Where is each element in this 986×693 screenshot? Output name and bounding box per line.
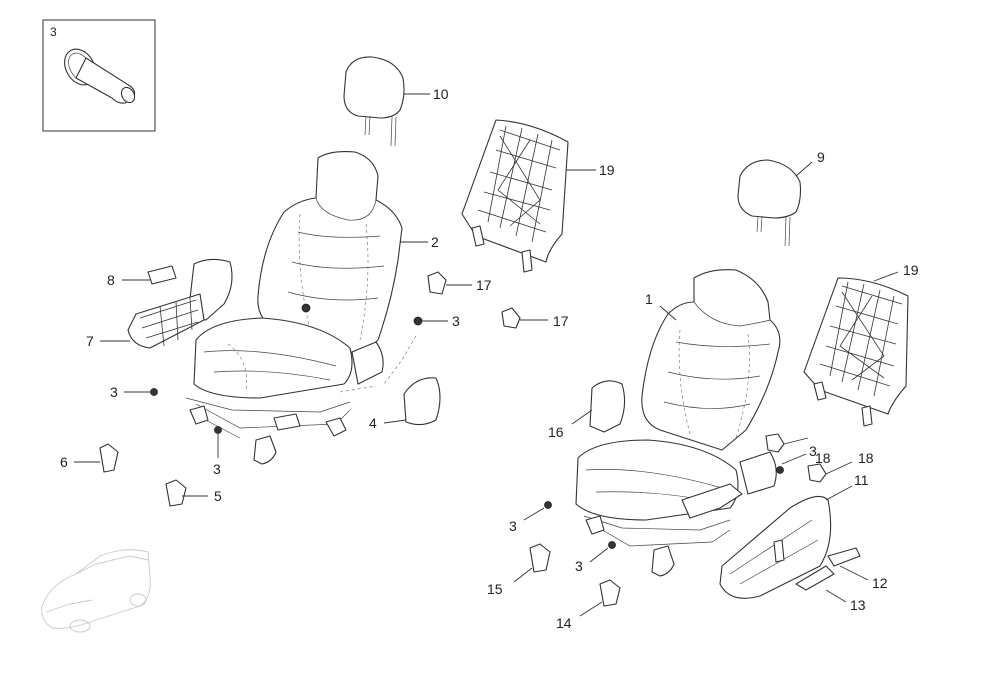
callout-10: 10 bbox=[433, 86, 449, 102]
callout-3-lower: 3 bbox=[213, 461, 221, 477]
right-headrest bbox=[737, 159, 802, 247]
callout-9: 9 bbox=[817, 149, 825, 165]
callout-12: 12 bbox=[872, 575, 888, 591]
callout-6: 6 bbox=[60, 454, 68, 470]
callout-19-right: 19 bbox=[903, 262, 919, 278]
left-backrest-mesh-frame bbox=[461, 119, 569, 273]
callout-15: 15 bbox=[487, 581, 503, 597]
callout-18-lower: 18 bbox=[858, 450, 874, 466]
callout-2: 2 bbox=[431, 234, 439, 250]
callout-17-top: 17 bbox=[476, 277, 492, 293]
callout-17-bottom: 17 bbox=[553, 313, 569, 329]
callout-8: 8 bbox=[107, 272, 115, 288]
left-small-parts bbox=[99, 271, 521, 507]
callout-3-right-left: 3 bbox=[509, 518, 517, 534]
left-seat bbox=[185, 151, 417, 465]
callout-18-upper: 18 bbox=[815, 450, 831, 466]
right-backrest-mesh-frame bbox=[803, 277, 909, 427]
callout-3-left: 3 bbox=[110, 384, 118, 400]
callout-labels: 10 19 2 8 7 17 3 17 3 4 3 6 5 9 19 1 16 … bbox=[60, 86, 919, 631]
left-headrest bbox=[343, 56, 405, 147]
callout-1: 1 bbox=[645, 291, 653, 307]
callout-16: 16 bbox=[548, 424, 564, 440]
clip-part-drawing bbox=[64, 48, 136, 104]
callout-19-left: 19 bbox=[599, 162, 615, 178]
left-side-cover bbox=[127, 258, 233, 349]
callout-3-right-lower: 3 bbox=[575, 558, 583, 574]
right-seat bbox=[575, 269, 781, 577]
leader-lines bbox=[74, 93, 899, 617]
callout-13: 13 bbox=[850, 597, 866, 613]
right-small-parts bbox=[529, 380, 861, 607]
inset-box: 3 bbox=[42, 19, 156, 132]
vehicle-outline-icon bbox=[41, 549, 151, 633]
callout-3-right: 3 bbox=[809, 443, 817, 459]
callout-7: 7 bbox=[86, 333, 94, 349]
callout-4: 4 bbox=[369, 415, 377, 431]
callout-11: 11 bbox=[854, 472, 869, 488]
callout-3-upper: 3 bbox=[452, 313, 460, 329]
inset-label: 3 bbox=[50, 25, 57, 39]
callout-5: 5 bbox=[214, 488, 222, 504]
callout-14: 14 bbox=[556, 615, 572, 631]
